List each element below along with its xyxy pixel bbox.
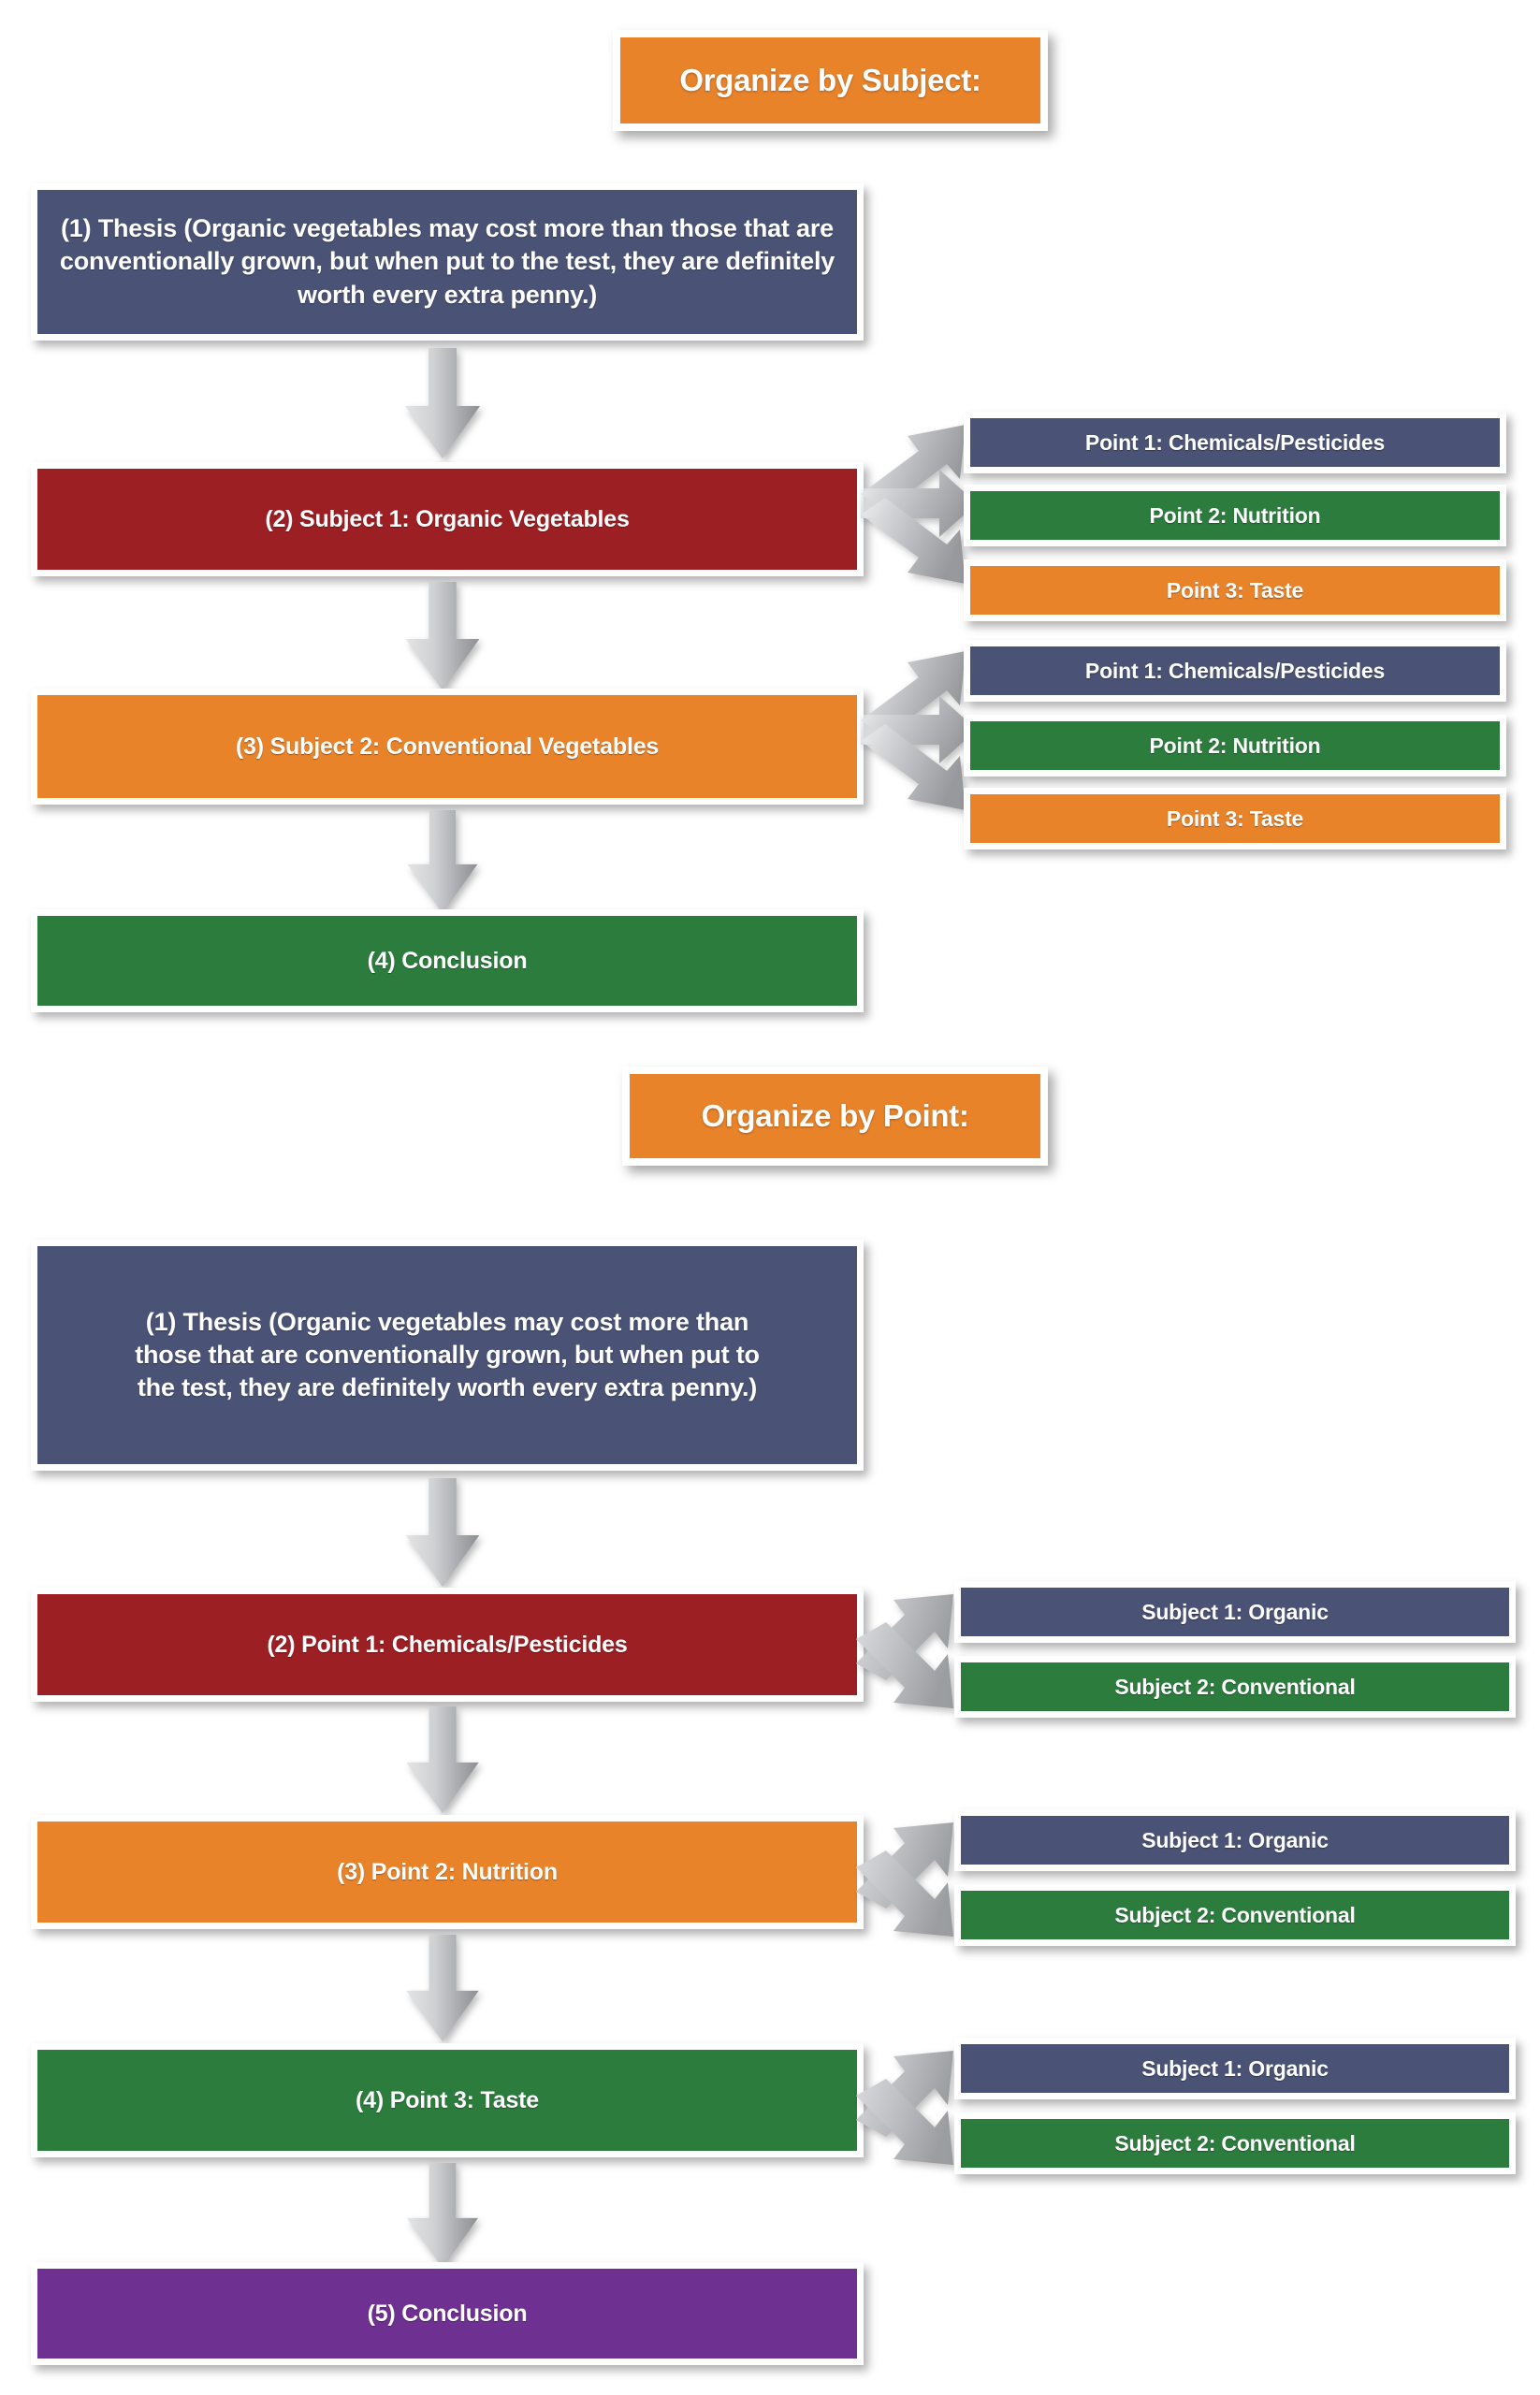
point1-branch-2-label: Subject 2: Conventional: [961, 1662, 1509, 1711]
subject1-branch-3: Point 3: Taste: [964, 559, 1506, 621]
point3-branch-1-label: Subject 1: Organic: [961, 2044, 1509, 2093]
subject2-box: (3) Subject 2: Conventional Vegetables: [31, 689, 864, 805]
point3-branch-2-label: Subject 2: Conventional: [961, 2119, 1509, 2168]
heading-organize-by-point-label: Organize by Point:: [630, 1074, 1040, 1158]
point2-branch-1: Subject 1: Organic: [954, 1809, 1516, 1871]
subject2-branch-3: Point 3: Taste: [964, 788, 1506, 849]
subject1-branch-1: Point 1: Chemicals/Pesticides: [964, 412, 1506, 473]
subject1-branch-1-label: Point 1: Chemicals/Pesticides: [970, 418, 1500, 467]
down-arrow-thesis-to-point1: [405, 1478, 480, 1588]
point-thesis-label: (1) Thesis (Organic vegetables may cost …: [37, 1246, 857, 1464]
subject2-label: (3) Subject 2: Conventional Vegetables: [37, 695, 857, 798]
point2-branch-2: Subject 2: Conventional: [954, 1884, 1516, 1946]
subject2-branch-1-label: Point 1: Chemicals/Pesticides: [970, 646, 1500, 695]
point-thesis-box: (1) Thesis (Organic vegetables may cost …: [31, 1240, 864, 1471]
branch-arrows-point3: [856, 2051, 953, 2165]
point1-branch-1: Subject 1: Organic: [954, 1581, 1516, 1643]
point2-branch-2-label: Subject 2: Conventional: [961, 1891, 1509, 1939]
point3-branch-1: Subject 1: Organic: [954, 2038, 1516, 2099]
heading-organize-by-subject-label: Organize by Subject:: [620, 37, 1040, 123]
branch-arrows-point1: [856, 1594, 953, 1708]
point2-branch-1-label: Subject 1: Organic: [961, 1816, 1509, 1865]
subject1-branch-3-label: Point 3: Taste: [970, 566, 1500, 615]
point-conclusion-label: (5) Conclusion: [37, 2269, 857, 2359]
down-arrow-point3-to-conclusion: [407, 2163, 478, 2269]
point3-box: (4) Point 3: Taste: [31, 2043, 864, 2157]
point2-box: (3) Point 2: Nutrition: [31, 1815, 864, 1929]
subject1-box: (2) Subject 1: Organic Vegetables: [31, 462, 864, 576]
subject2-branch-3-label: Point 3: Taste: [970, 794, 1500, 843]
point-conclusion-box: (5) Conclusion: [31, 2262, 864, 2365]
subject-thesis-box: (1) Thesis (Organic vegetables may cost …: [31, 183, 864, 341]
subject2-branch-2-label: Point 2: Nutrition: [970, 721, 1500, 770]
subject-conclusion-box: (4) Conclusion: [31, 909, 864, 1012]
subject1-branch-2-label: Point 2: Nutrition: [970, 491, 1500, 540]
down-arrow-subject1-to-subject2: [405, 582, 480, 691]
subject-conclusion-label: (4) Conclusion: [37, 916, 857, 1006]
point1-branch-1-label: Subject 1: Organic: [961, 1588, 1509, 1636]
subject2-branch-1: Point 1: Chemicals/Pesticides: [964, 640, 1506, 702]
branch-arrows-subject2: [861, 651, 977, 810]
branch-arrows-subject1: [861, 425, 977, 584]
subject2-branch-2: Point 2: Nutrition: [964, 715, 1506, 777]
down-arrow-point1-to-point2: [406, 1706, 479, 1814]
point1-label: (2) Point 1: Chemicals/Pesticides: [37, 1594, 857, 1695]
down-arrow-subject2-to-conclusion: [407, 810, 478, 914]
point3-branch-2: Subject 2: Conventional: [954, 2112, 1516, 2174]
down-arrow-thesis-to-subject1: [405, 348, 480, 458]
branch-arrows-point2: [856, 1822, 953, 1937]
heading-organize-by-subject: Organize by Subject:: [613, 30, 1048, 131]
point2-label: (3) Point 2: Nutrition: [37, 1822, 857, 1923]
subject1-branch-2: Point 2: Nutrition: [964, 485, 1506, 546]
point1-box: (2) Point 1: Chemicals/Pesticides: [31, 1588, 864, 1702]
down-arrow-point2-to-point3: [406, 1935, 479, 2042]
subject-thesis-label: (1) Thesis (Organic vegetables may cost …: [37, 190, 857, 334]
point1-branch-2: Subject 2: Conventional: [954, 1656, 1516, 1718]
heading-organize-by-point: Organize by Point:: [622, 1067, 1048, 1166]
subject1-label: (2) Subject 1: Organic Vegetables: [37, 469, 857, 570]
point3-label: (4) Point 3: Taste: [37, 2050, 857, 2151]
